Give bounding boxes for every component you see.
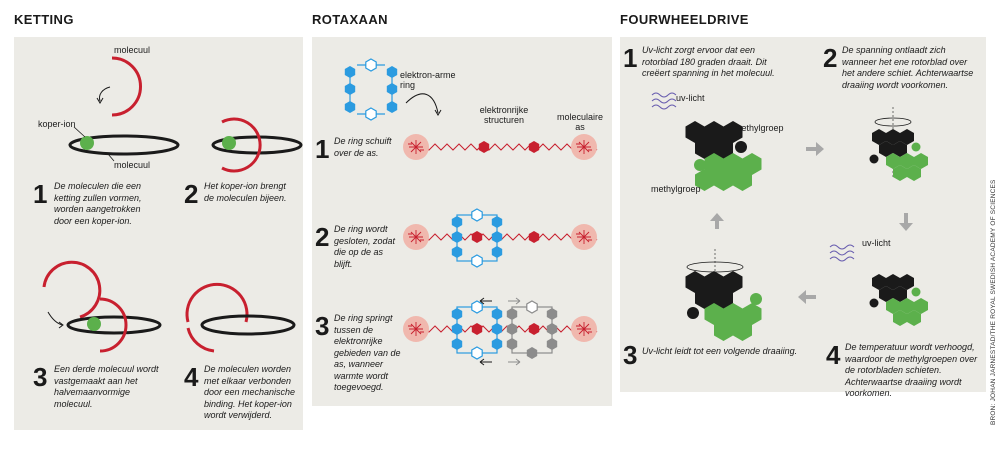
- ketting-step-1-number: 1: [33, 179, 48, 209]
- fwd-step-1-text: Uv-licht zorgt ervoor dat een rotorblad …: [642, 45, 775, 78]
- rotaxaan-step-3-text: De ring springt tussen de elektronrijke …: [334, 313, 401, 392]
- rotaxaan-title: ROTAXAAN: [312, 12, 388, 27]
- label-uv-2: uv-licht: [862, 238, 891, 248]
- ketting-step-1-text: De moleculen die een ketting zullen vorm…: [54, 181, 142, 226]
- fwd-step-1-number: 1: [623, 43, 638, 73]
- arrow-up: [710, 213, 724, 229]
- uv-light-2: [829, 244, 855, 262]
- fwd-step-3-number: 3: [623, 340, 638, 370]
- ketting-step-4-number: 4: [184, 362, 199, 392]
- arrow-down: [899, 213, 913, 231]
- molecular-axle: [416, 143, 598, 151]
- motor-4: [869, 274, 928, 326]
- label-uv-1: uv-licht: [676, 93, 705, 103]
- fourwheeldrive-panel: [620, 37, 986, 392]
- label-methyl-1: methylgroep: [734, 123, 784, 133]
- rotaxaan-diagram: [344, 58, 598, 366]
- fwd-step-2-text: De spanning ontlaadt zich wanneer het en…: [842, 45, 974, 90]
- ketting-step-3-text: Een derde molecuul wordt vastgemaakt aan…: [54, 364, 159, 409]
- ketting-step-2-text: Het koper-ion brengt de moleculen bijeen…: [204, 181, 287, 203]
- rotaxaan-step-1-text: De ring schuift over de as.: [334, 136, 392, 158]
- ketting-diagram: [42, 56, 303, 353]
- fwd-step-4-text: De temperatuur wordt verhoogd, waardoor …: [845, 342, 978, 398]
- fwd-step-3-text: Uv-licht leidt tot een volgende draaiing…: [642, 346, 798, 356]
- label-structuren: elektronrijke structuren: [479, 105, 529, 125]
- label-molecuul-top: molecuul: [114, 45, 151, 55]
- ketting-step-4-text: De moleculen worden met elkaar verbonden…: [204, 364, 296, 420]
- ketting-step-3-number: 3: [33, 362, 48, 392]
- fourwheeldrive-diagram: [651, 92, 928, 341]
- attract-arrow: [99, 86, 111, 102]
- label-ring: elektron-arme ring: [400, 70, 456, 90]
- label-molecuul-bottom: molecuul: [114, 160, 151, 170]
- ketting-panel: [14, 37, 303, 430]
- copper-ion: [80, 136, 94, 150]
- ketting-title: KETTING: [14, 12, 74, 27]
- label-as: moleculaire as: [556, 112, 604, 132]
- open-ring: [344, 58, 398, 121]
- ring-molecule: [68, 134, 180, 156]
- rotaxaan-step-3-number: 3: [315, 311, 330, 341]
- motor-3: [685, 249, 762, 341]
- uv-light-1: [651, 92, 677, 110]
- label-koper-ion: koper-ion: [38, 119, 76, 129]
- rotaxaan-step-1-number: 1: [315, 134, 330, 164]
- arrow-right: [806, 142, 824, 156]
- fwd-step-2-number: 2: [823, 43, 838, 73]
- fourwheeldrive-title: FOURWHEELDRIVE: [620, 12, 749, 27]
- rotaxaan-step-2-text: De ring wordt gesloten, zodat die op de …: [334, 224, 396, 269]
- motor-2: [869, 107, 928, 181]
- source-credit: BRON: JOHAN JARNESTAD/THE ROYAL SWEDISH …: [990, 179, 997, 425]
- motor-1: [685, 121, 762, 191]
- arrow-left: [798, 290, 816, 304]
- label-methyl-2: methylgroep: [651, 184, 701, 194]
- fwd-step-4-number: 4: [826, 340, 841, 370]
- ketting-step-2-number: 2: [184, 179, 199, 209]
- crescent-molecule: [111, 56, 142, 117]
- rotaxaan-step-2-number: 2: [315, 222, 330, 252]
